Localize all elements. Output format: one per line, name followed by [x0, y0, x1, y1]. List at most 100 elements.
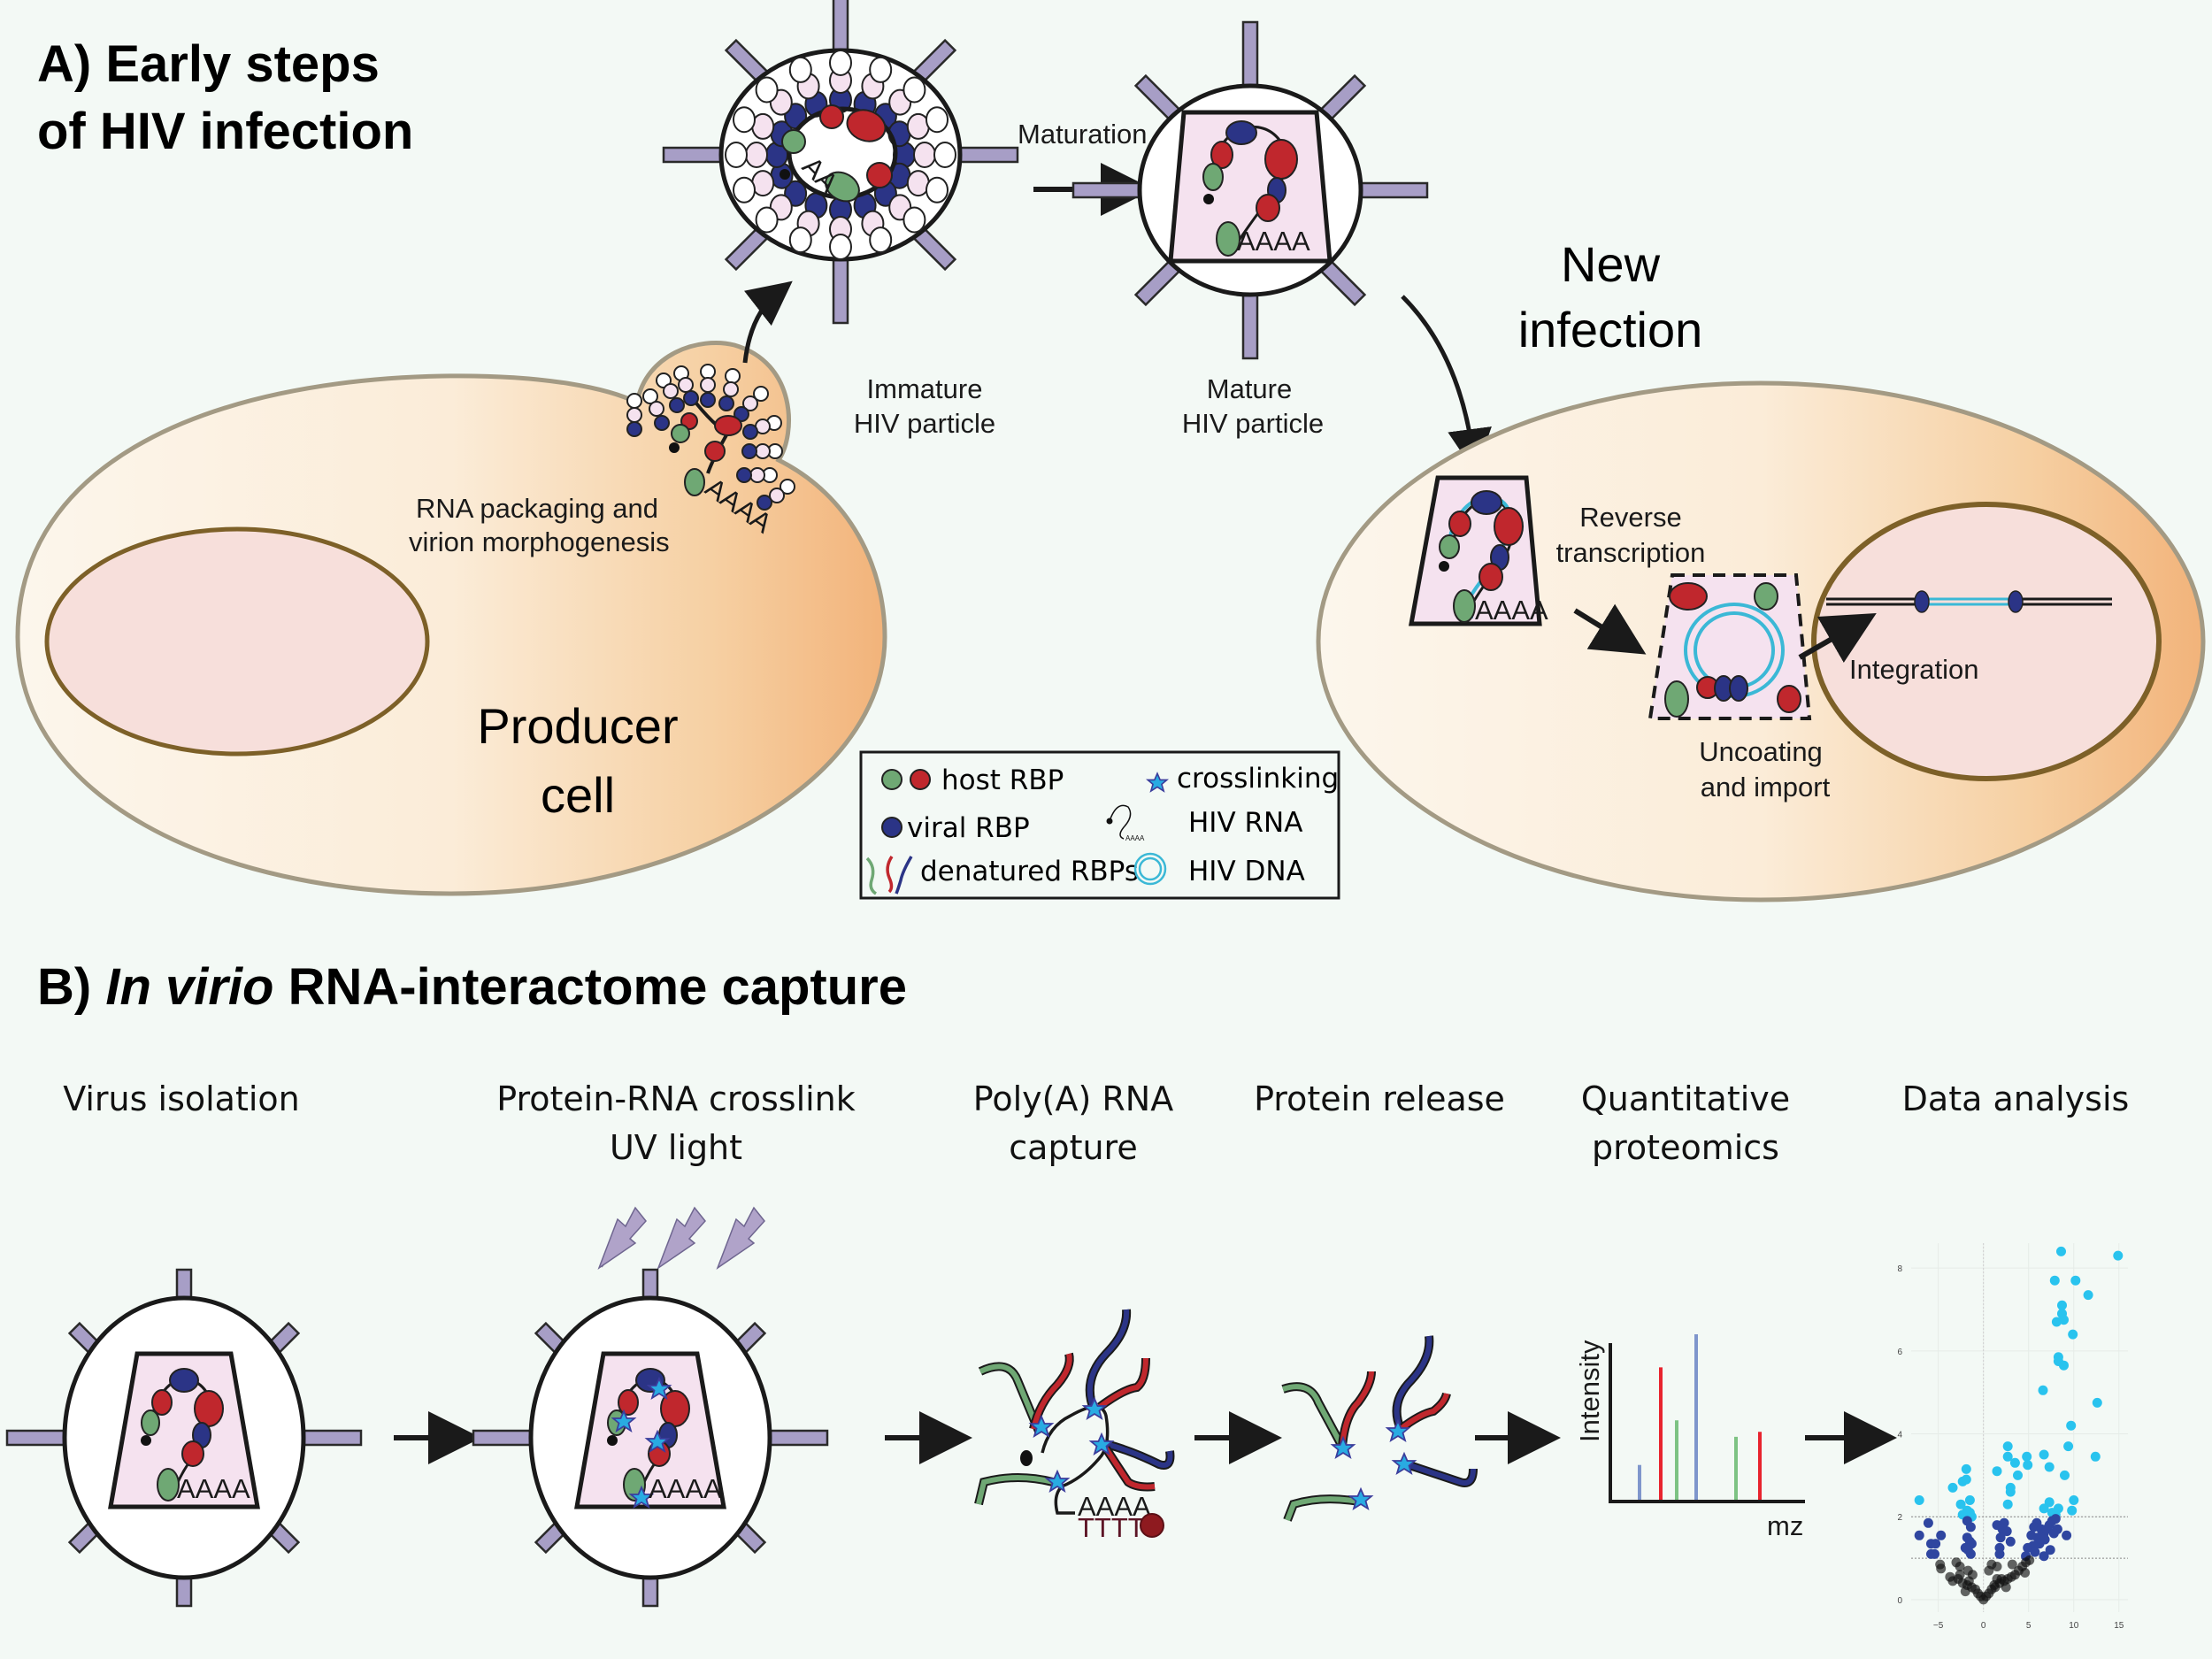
y-tick-label: 6 [1897, 1348, 1902, 1357]
volcano-point-moderate [2045, 1545, 2055, 1555]
packaging-label-2: virion morphogenesis [409, 526, 670, 557]
volcano-point-moderate [1995, 1532, 2006, 1543]
volcano-point-not-significant [1963, 1576, 1974, 1586]
volcano-point-significant [2069, 1495, 2079, 1505]
volcano-point-not-significant [2024, 1555, 2035, 1565]
volcano-point-not-significant [1992, 1562, 2002, 1571]
maturation-label: Maturation [1018, 119, 1147, 150]
gag-protein [869, 227, 893, 254]
gag-protein [733, 176, 756, 204]
volcano-point-moderate [1965, 1548, 1976, 1559]
target-nucleus [1811, 502, 2162, 781]
volcano-point-moderate [2001, 1526, 2012, 1537]
x-tick-label: 10 [2069, 1621, 2079, 1631]
new-infection-arrow [1401, 295, 1492, 473]
volcano-point-moderate [1936, 1530, 1947, 1540]
polya-capture-complex: AAAA TTTT [974, 1309, 1175, 1543]
volcano-point-significant [2067, 1505, 2078, 1516]
virion-polya-tail: AAAA [177, 1473, 250, 1504]
volcano-point-significant [2070, 1275, 2081, 1286]
gag-protein [913, 142, 936, 168]
oligo-dt: TTTT [1078, 1512, 1145, 1543]
volcano-point-moderate [2050, 1514, 2061, 1525]
volcano-point-significant [2002, 1451, 2013, 1462]
gag-protein [902, 76, 926, 104]
uncoating-capsid [1647, 573, 1812, 720]
volcano-point-moderate [2030, 1547, 2040, 1557]
panel-a-title-line1: A) Early steps [37, 35, 380, 93]
volcano-point-moderate [2048, 1528, 2059, 1539]
crosslinked-virion: AAAA [472, 1268, 829, 1608]
volcano-point-not-significant [2007, 1559, 2017, 1570]
step-label-4-line1: Protein release [1254, 1079, 1505, 1118]
legend-hiv-dna: HIV DNA [1188, 856, 1305, 887]
volcano-point-significant [2049, 1275, 2060, 1286]
volcano-point-significant [2013, 1470, 2023, 1480]
x-tick-label: 0 [1981, 1621, 1986, 1631]
panel-b-title-prefix: B) [37, 958, 105, 1016]
gag-protein [829, 50, 852, 76]
immature-label-1: Immature [867, 373, 983, 404]
uv-bolt-icon [716, 1206, 765, 1270]
producer-cell-label-2: cell [541, 767, 615, 823]
ms-x-label: mz [1767, 1510, 1803, 1541]
rt-polya-tail: AAAA [1475, 595, 1548, 626]
gag-protein [829, 234, 852, 260]
legend-denatured-rbps: denatured RBPs [920, 856, 1139, 887]
volcano-point-significant [1992, 1466, 2002, 1477]
crosslink-star-icon [1046, 1471, 1069, 1492]
volcano-point-significant [2039, 1449, 2049, 1460]
legend-crosslinking: crosslinking [1177, 763, 1339, 795]
volcano-point-significant [2057, 1300, 2067, 1310]
capture-bead [1140, 1513, 1164, 1538]
volcano-point-moderate [1923, 1517, 1933, 1528]
denatured-rbps-icon [865, 856, 913, 895]
released-proteins [1281, 1335, 1478, 1522]
gag-protein [788, 56, 812, 83]
legend-host-rbp: host RBP [941, 764, 1064, 796]
gag-protein [869, 56, 893, 83]
immature-label-2: HIV particle [854, 408, 995, 439]
y-tick-label: 4 [1897, 1431, 1902, 1440]
volcano-point-significant [2063, 1441, 2074, 1452]
volcano-point-not-significant [1996, 1574, 2007, 1584]
x-tick-label: 5 [2026, 1621, 2032, 1631]
gag-protein [926, 106, 949, 134]
step-label-3-line2: capture [1009, 1128, 1137, 1167]
volcano-point-significant [2038, 1385, 2048, 1395]
y-tick-label: 2 [1897, 1513, 1902, 1523]
mature-label-1: Mature [1207, 373, 1292, 404]
volcano-point-significant [2068, 1329, 2078, 1340]
legend: host RBP viral RBP denatured RBPs crossl… [859, 750, 1340, 900]
host-rbp-green-icon [881, 769, 902, 790]
volcano-point-moderate [2062, 1530, 2072, 1540]
ms-y-label: Intensity [1574, 1340, 1605, 1442]
volcano-point-significant [1961, 1463, 1971, 1474]
volcano-point-not-significant [2001, 1582, 2011, 1593]
y-tick-label: 8 [1897, 1264, 1902, 1274]
uncoating-label-2: and import [1701, 772, 1831, 803]
producer-cell-label-1: Producer [477, 698, 678, 754]
volcano-point-moderate [1931, 1539, 1941, 1549]
step-label-2-line2: UV light [610, 1128, 742, 1167]
volcano-point-not-significant [2020, 1568, 2031, 1578]
volcano-point-significant [1947, 1482, 1958, 1493]
gag-protein [745, 142, 768, 168]
crosslinked-polya-tail: AAAA [649, 1473, 722, 1504]
volcano-point-significant [2009, 1457, 2020, 1468]
step-label-5-line2: proteomics [1592, 1128, 1779, 1167]
volcano-point-moderate [2005, 1536, 2016, 1547]
volcano-point-significant [2002, 1499, 2013, 1509]
integration-arrow [1798, 613, 1877, 663]
integration-label: Integration [1849, 654, 1979, 685]
mass-spectrum-chart: Intensity mz [1574, 1334, 1805, 1541]
volcano-point-not-significant [1955, 1562, 1965, 1571]
legend-box [859, 750, 1340, 900]
reverse-transcription-label-1: Reverse [1579, 502, 1681, 533]
volcano-point-not-significant [1955, 1570, 1965, 1580]
budding-arrow [742, 280, 793, 364]
integrated-provirus [1826, 590, 2112, 613]
volcano-point-significant [1955, 1499, 1966, 1509]
